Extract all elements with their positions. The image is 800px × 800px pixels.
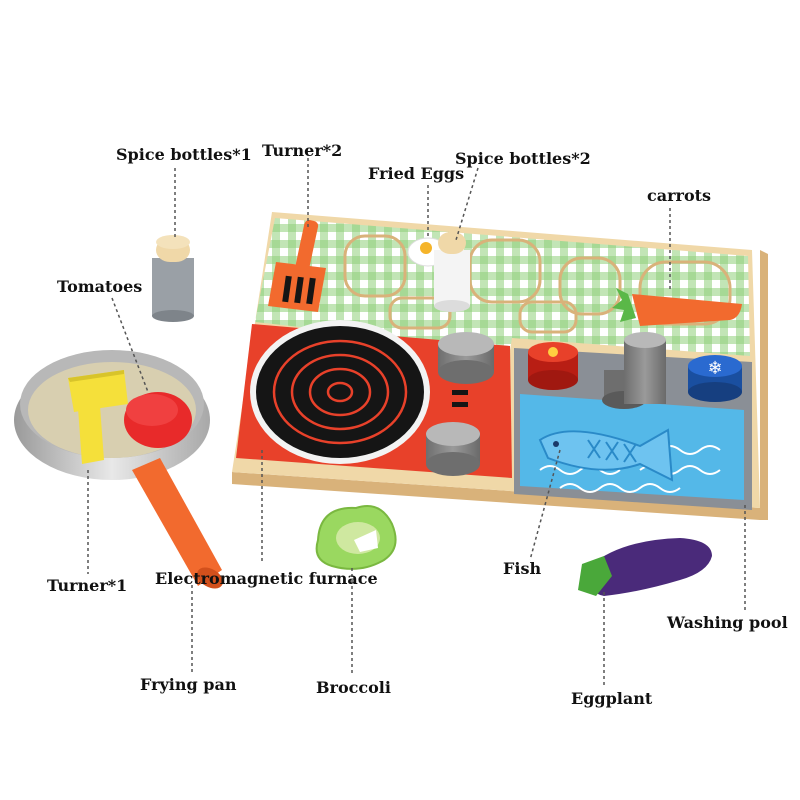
stove-knob-bottom: [426, 422, 480, 476]
label-spice-bottles-2: Spice bottles*2: [455, 149, 591, 168]
pan-handle: [132, 458, 223, 589]
faucet: [602, 332, 666, 409]
label-turner-1: Turner*1: [47, 576, 128, 595]
label-eggplant: Eggplant: [571, 689, 653, 708]
eggplant: [578, 538, 712, 596]
spice-bottle-board: [434, 232, 470, 312]
cold-tap: ❄: [688, 355, 742, 402]
label-washing-pool: Washing pool: [667, 613, 788, 632]
spice-bottle-loose: [152, 235, 194, 322]
hot-tap: [528, 342, 578, 390]
label-spice-bottles-1: Spice bottles*1: [116, 145, 252, 164]
label-carrots: carrots: [647, 186, 712, 205]
snowflake-icon: ❄: [707, 358, 722, 379]
label-turner-2: Turner*2: [262, 141, 343, 160]
label-broccoli: Broccoli: [316, 678, 391, 697]
turner-red: [268, 220, 326, 312]
label-frying-pan: Frying pan: [140, 675, 237, 694]
label-tomatoes: Tomatoes: [57, 277, 143, 296]
fish: [538, 428, 674, 482]
label-fried-eggs: Fried Eggs: [368, 164, 465, 183]
carrot: [612, 288, 742, 326]
turner-yellow: [68, 370, 128, 464]
label-electromagnetic-furnace: Electromagnetic furnace: [155, 569, 378, 588]
stove-knob-top: [438, 332, 494, 384]
label-fish: Fish: [503, 559, 542, 578]
tomato: [124, 392, 192, 448]
broccoli: [315, 505, 397, 570]
washing-pool: ❄: [514, 332, 752, 510]
leader-lines: [87, 158, 746, 688]
gingham-counter: [255, 218, 750, 356]
